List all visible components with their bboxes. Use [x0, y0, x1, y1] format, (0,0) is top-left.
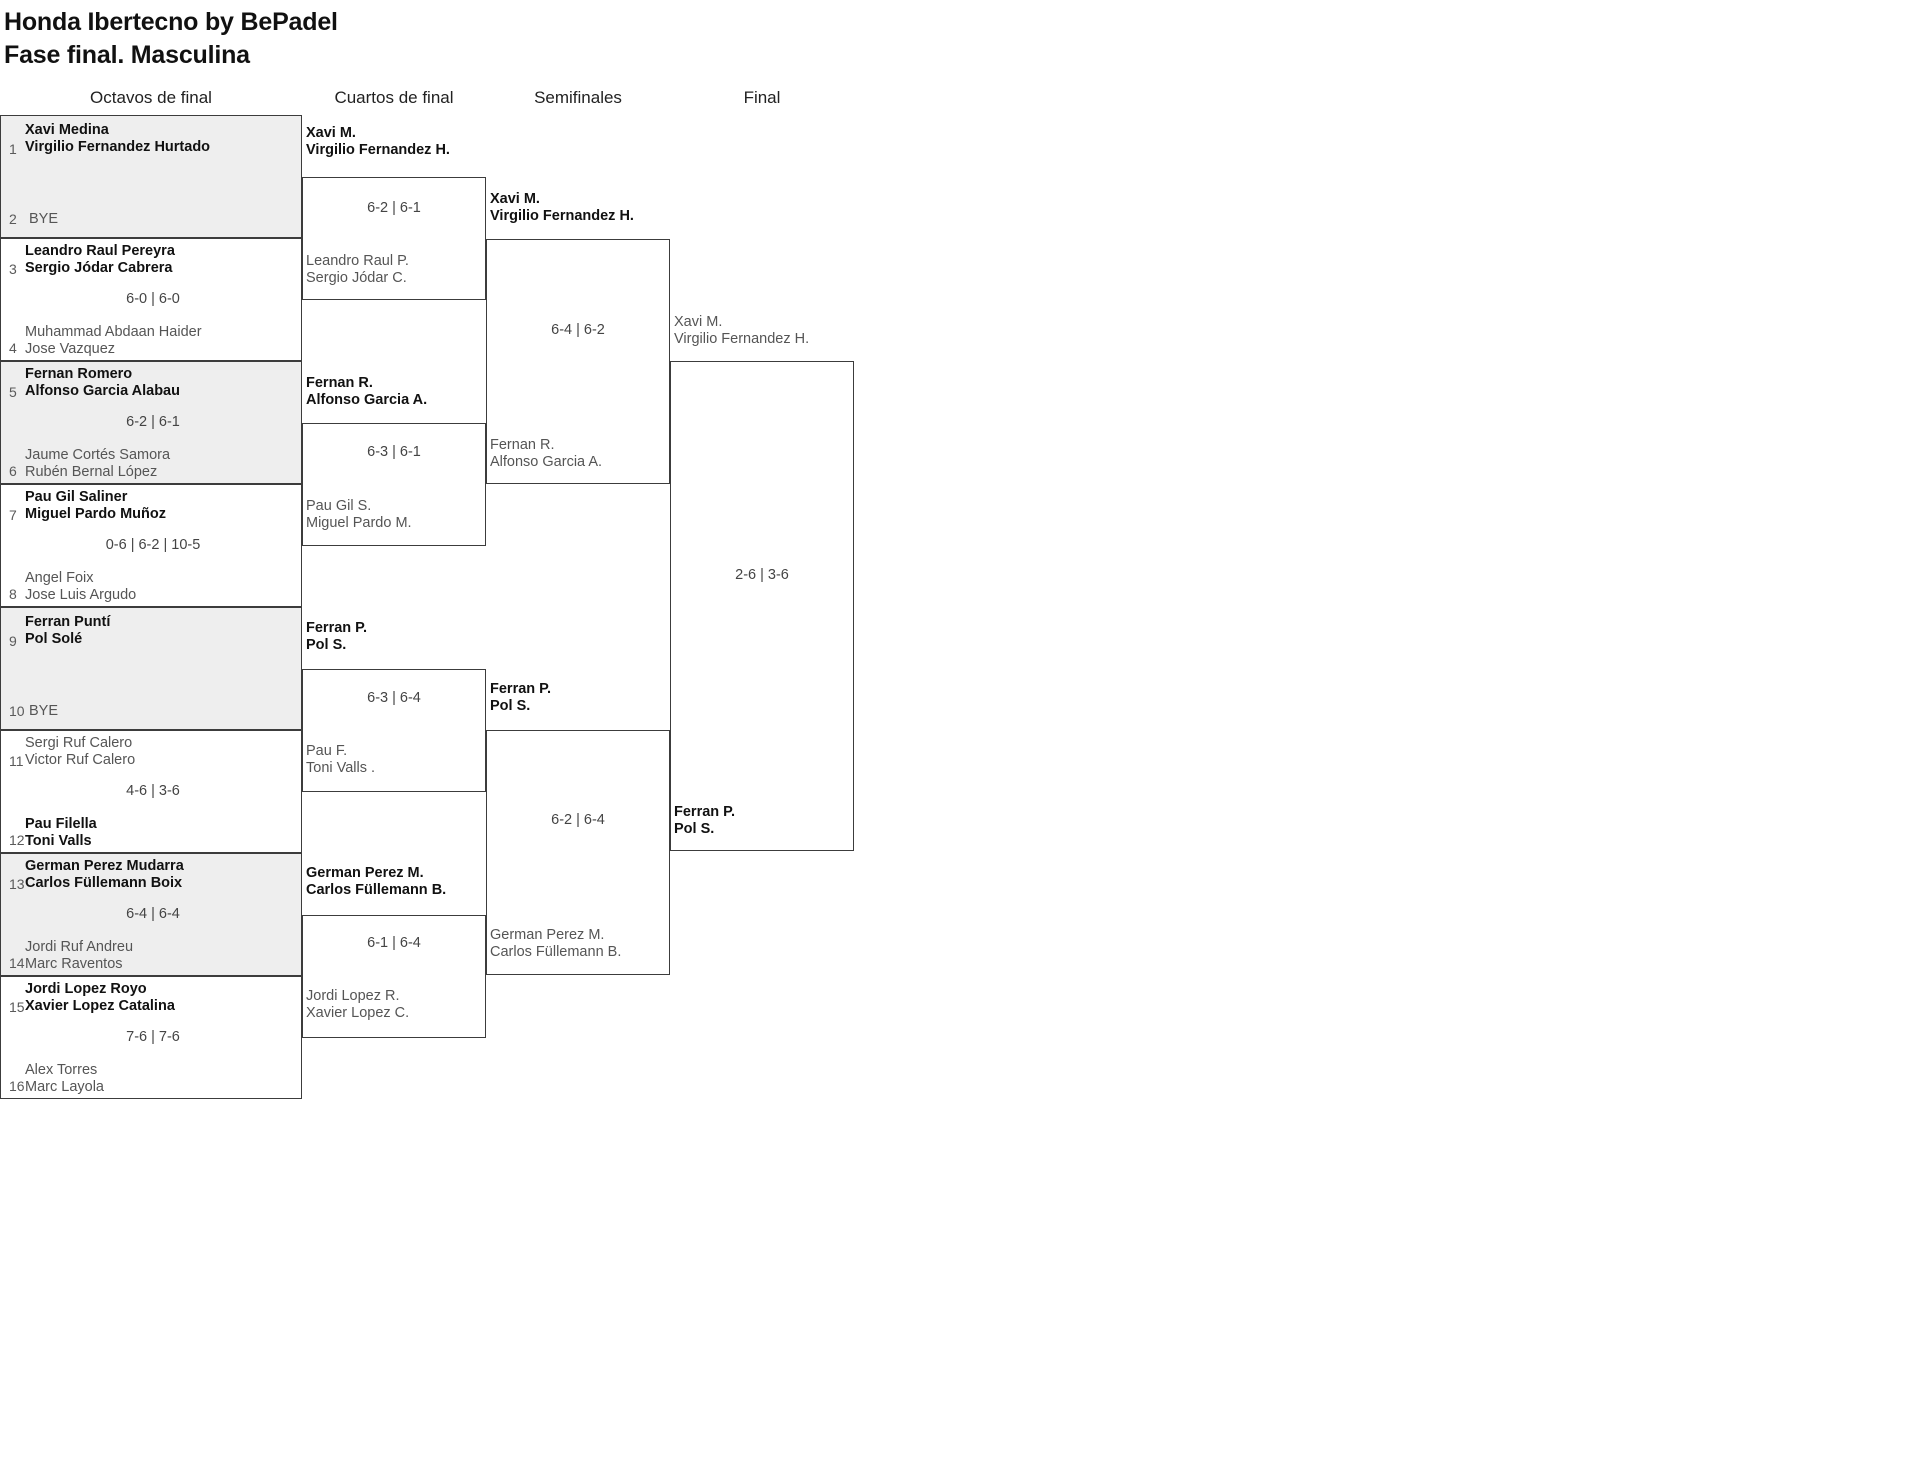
r2-score-4: 6-1 | 6-4 [367, 935, 421, 951]
r2-team-top-4: German Perez M. Carlos Füllemann B. [306, 865, 447, 898]
r3-team-top-1: Xavi M. Virgilio Fernandez H. [490, 191, 634, 224]
r1-match-8[interactable]: 15 Jordi Lopez Royo Xavier Lopez Catalin… [0, 976, 302, 1099]
round-header-octavos: Octavos de final [90, 88, 212, 107]
r2-connector-3 [302, 668, 486, 792]
r2-team-top-2: Fernan R. Alfonso Garcia A. [306, 375, 428, 408]
r2-connector-1 [302, 176, 486, 300]
seed-number: 16 [9, 1078, 25, 1094]
seed-number: 2 [9, 211, 17, 227]
r3-score-2: 6-2 | 6-4 [551, 812, 605, 828]
r3-connector-1 [486, 238, 670, 484]
r3-team-top-2: Ferran P. Pol S. [490, 681, 551, 714]
team-bottom: Jaume Cortés Samora Rubén Bernal López [25, 447, 171, 480]
match-score: 6-0 | 6-0 [126, 291, 180, 307]
seed-number: 5 [9, 384, 17, 400]
tournament-name: Honda Ibertecno by BePadel [4, 8, 338, 36]
r1-match-6[interactable]: 11 Sergi Ruf Calero Victor Ruf Calero 4-… [0, 730, 302, 853]
team-top: Jordi Lopez Royo Xavier Lopez Catalina [25, 981, 175, 1014]
r2-team-bottom-2: Pau Gil S. Miguel Pardo M. [306, 498, 412, 531]
seed-number: 3 [9, 261, 17, 277]
match-score: 6-4 | 6-4 [126, 906, 180, 922]
r1-match-2[interactable]: 3 Leandro Raul Pereyra Sergio Jódar Cabr… [0, 238, 302, 361]
seed-number: 10 [9, 703, 25, 719]
r1-match-7[interactable]: 13 German Perez Mudarra Carlos Füllemann… [0, 853, 302, 976]
r4-champion: Ferran P. Pol S. [674, 804, 735, 837]
r4-runner-up: Xavi M. Virgilio Fernandez H. [674, 314, 810, 347]
seed-number: 1 [9, 141, 17, 157]
match-score: 6-2 | 6-1 [126, 414, 180, 430]
team-bottom: BYE [29, 211, 59, 227]
team-top: Xavi Medina Virgilio Fernandez Hurtado [25, 122, 211, 155]
r1-match-3[interactable]: 5 Fernan Romero Alfonso Garcia Alabau 6-… [0, 361, 302, 484]
match-score: 4-6 | 3-6 [126, 783, 180, 799]
team-bottom: Muhammad Abdaan Haider Jose Vazquez [25, 324, 202, 357]
r2-team-top-1: Xavi M. Virgilio Fernandez H. [306, 125, 450, 158]
team-top: German Perez Mudarra Carlos Füllemann Bo… [25, 858, 184, 891]
seed-number: 6 [9, 463, 17, 479]
match-score: 7-6 | 7-6 [126, 1029, 180, 1045]
seed-number: 15 [9, 999, 25, 1015]
round-header-final: Final [743, 88, 781, 107]
seed-number: 14 [9, 955, 25, 971]
r2-connector-4 [302, 914, 486, 1038]
page-title: Honda Ibertecno by BePadel Fase final. M… [4, 6, 338, 72]
r3-team-bottom-1: Fernan R. Alfonso Garcia A. [490, 437, 603, 470]
seed-number: 12 [9, 832, 25, 848]
team-top: Ferran Puntí Pol Solé [25, 614, 111, 647]
r1-match-5[interactable]: 9 Ferran Puntí Pol Solé 10 BYE [0, 607, 302, 730]
team-bottom: Pau Filella Toni Valls [25, 816, 97, 849]
r4-score-1: 2-6 | 3-6 [735, 567, 789, 583]
seed-number: 9 [9, 633, 17, 649]
team-bottom: Angel Foix Jose Luis Argudo [25, 570, 137, 603]
r1-match-1[interactable]: 1 Xavi Medina Virgilio Fernandez Hurtado… [0, 115, 302, 238]
team-bottom: Jordi Ruf Andreu Marc Raventos [25, 939, 134, 972]
team-top: Sergi Ruf Calero Victor Ruf Calero [25, 735, 136, 768]
seed-number: 7 [9, 507, 17, 523]
seed-number: 11 [9, 753, 24, 769]
team-top: Leandro Raul Pereyra Sergio Jódar Cabrer… [25, 243, 175, 276]
seed-number: 13 [9, 876, 25, 892]
r4-connector-1 [670, 360, 854, 851]
r3-team-bottom-2: German Perez M. Carlos Füllemann B. [490, 927, 622, 960]
r2-team-bottom-3: Pau F. Toni Valls . [306, 743, 376, 776]
team-bottom: Alex Torres Marc Layola [25, 1062, 104, 1095]
round-header-cuartos: Cuartos de final [334, 88, 454, 107]
r3-connector-2 [486, 729, 670, 975]
r2-connector-2 [302, 422, 486, 546]
seed-number: 8 [9, 586, 17, 602]
r2-score-2: 6-3 | 6-1 [367, 444, 421, 460]
seed-number: 4 [9, 340, 17, 356]
tournament-phase: Fase final. Masculina [4, 41, 250, 69]
round-header-semifinales: Semifinales [534, 88, 622, 107]
r3-score-1: 6-4 | 6-2 [551, 322, 605, 338]
r1-match-4[interactable]: 7 Pau Gil Saliner Miguel Pardo Muñoz 0-6… [0, 484, 302, 607]
r2-team-bottom-1: Leandro Raul P. Sergio Jódar C. [306, 253, 409, 286]
match-score: 0-6 | 6-2 | 10-5 [105, 537, 201, 553]
team-top: Fernan Romero Alfonso Garcia Alabau [25, 366, 180, 399]
r2-team-top-3: Ferran P. Pol S. [306, 620, 367, 653]
r2-score-1: 6-2 | 6-1 [367, 200, 421, 216]
r2-team-bottom-4: Jordi Lopez R. Xavier Lopez C. [306, 988, 410, 1021]
team-bottom: BYE [29, 703, 59, 719]
r2-score-3: 6-3 | 6-4 [367, 690, 421, 706]
team-top: Pau Gil Saliner Miguel Pardo Muñoz [25, 489, 166, 522]
